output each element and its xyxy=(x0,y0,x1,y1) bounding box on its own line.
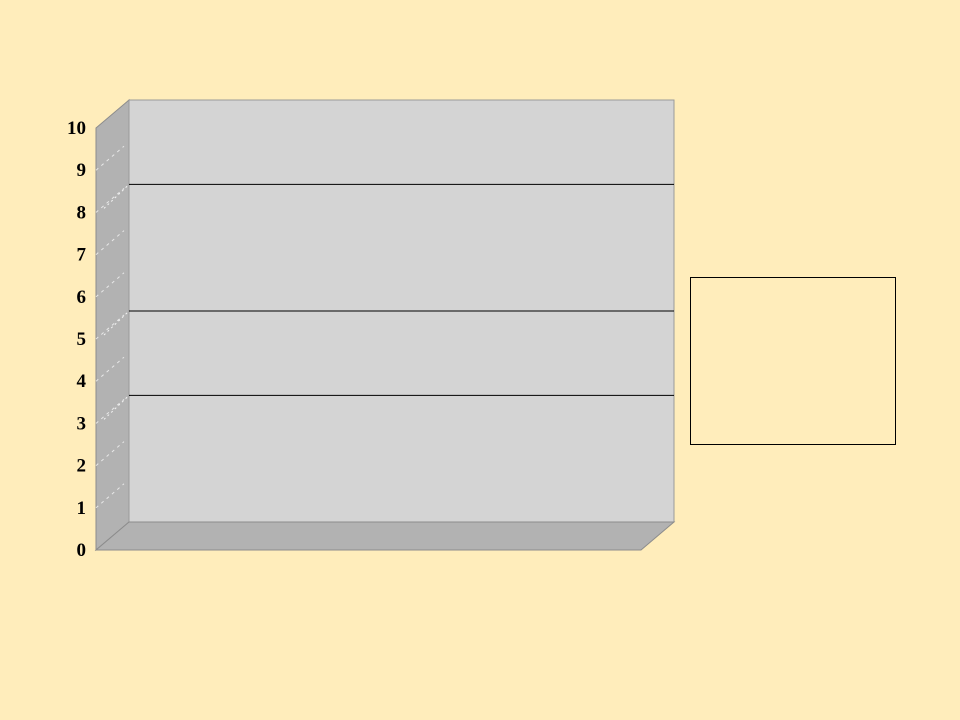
side-tick-2 xyxy=(95,441,125,466)
gridline-side-8 xyxy=(103,184,130,209)
side-tick-6 xyxy=(95,272,125,298)
side-tick-9 xyxy=(95,145,125,171)
floor xyxy=(94,521,676,551)
side-tick-5 xyxy=(95,314,125,340)
side-tick-4 xyxy=(95,356,125,382)
gridline-side-5 xyxy=(103,310,130,336)
y-tick-label: 7 xyxy=(77,245,87,266)
y-tick-label: 10 xyxy=(67,118,86,139)
y-tick-label: 3 xyxy=(77,413,87,434)
side-tick-1 xyxy=(95,483,125,509)
y-tick-label: 8 xyxy=(77,202,87,223)
legend-box xyxy=(690,277,896,445)
gridline-side-3 xyxy=(103,395,130,420)
y-tick-label: 1 xyxy=(77,498,87,519)
y-tick-label: 6 xyxy=(77,287,87,308)
y-tick-label: 4 xyxy=(77,371,87,392)
y-tick-label: 5 xyxy=(77,329,87,350)
side-tick-7 xyxy=(95,230,125,255)
gridlines xyxy=(95,145,674,509)
side-tick-3 xyxy=(95,399,125,424)
y-tick-label: 9 xyxy=(77,160,87,181)
side-tick-8 xyxy=(95,188,125,213)
y-tick-label: 0 xyxy=(77,540,87,561)
y-axis-tick-labels: 0 1 2 3 4 5 6 7 8 9 10 xyxy=(67,118,87,561)
y-tick-label: 2 xyxy=(77,456,87,477)
